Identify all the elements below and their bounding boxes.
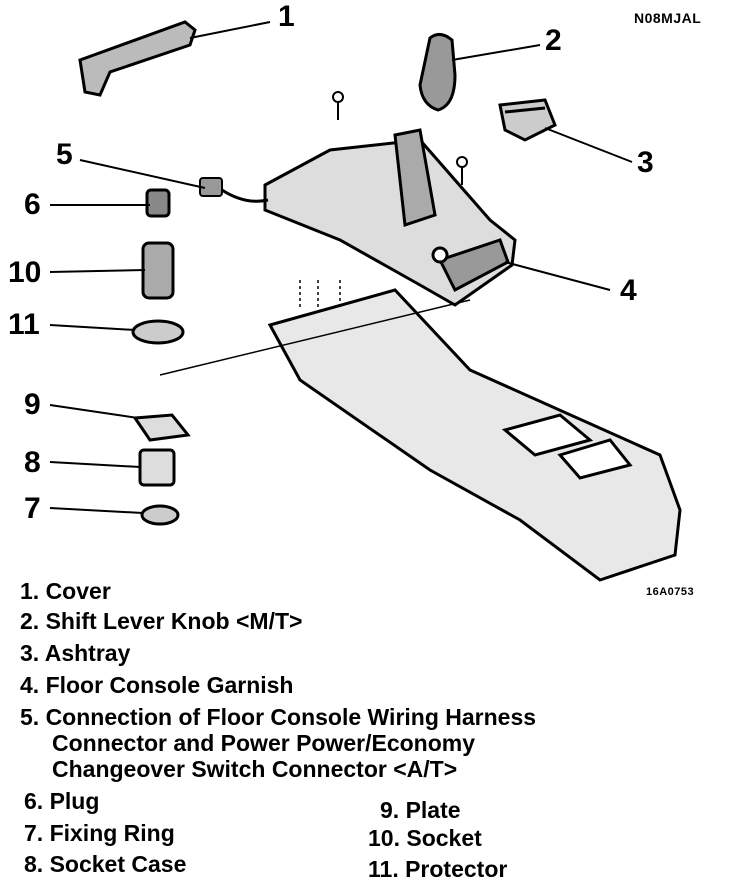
callout-3: 3 bbox=[637, 146, 654, 179]
legend-item-5-line1: 5. Connection of Floor Console Wiring Ha… bbox=[20, 704, 537, 730]
callout-7: 7 bbox=[24, 492, 41, 525]
ashtray-part bbox=[498, 98, 557, 142]
legend-item-5-line3: Changeover Switch Connector <A/T> bbox=[52, 756, 458, 782]
leader-lines bbox=[49, 21, 633, 514]
callout-5: 5 bbox=[56, 138, 73, 171]
shift-lever-knob-part bbox=[418, 33, 457, 112]
legend-item-5-line2: Connector and Power Power/Economy bbox=[52, 730, 476, 756]
legend-item-8: 8. Socket Case bbox=[24, 851, 187, 877]
screw-icons bbox=[332, 91, 468, 185]
floor-console-garnish-part bbox=[263, 128, 517, 307]
callout-1: 1 bbox=[278, 0, 295, 33]
wiring-connector-part bbox=[199, 177, 269, 203]
legend-item-1: 1. Cover bbox=[20, 578, 111, 604]
plate-part bbox=[132, 413, 191, 442]
legend-item-2: 2. Shift Lever Knob <M/T> bbox=[20, 608, 303, 634]
legend-item-7: 7. Fixing Ring bbox=[24, 820, 175, 846]
legend-item-9: 9. Plate bbox=[380, 797, 461, 823]
figure-code: 16A0753 bbox=[646, 586, 695, 598]
legend-item-6: 6. Plug bbox=[24, 788, 100, 814]
callout-8: 8 bbox=[24, 446, 41, 479]
callout-11: 11 bbox=[8, 308, 40, 341]
socket-case-part bbox=[138, 448, 176, 487]
fixing-ring-part bbox=[140, 504, 180, 526]
floor-console-body bbox=[267, 288, 682, 582]
socket-parts bbox=[131, 188, 191, 526]
callout-10: 10 bbox=[8, 256, 42, 289]
callout-9: 9 bbox=[24, 388, 41, 421]
cover-part bbox=[78, 20, 197, 97]
protector-part bbox=[131, 319, 185, 345]
legend-item-10: 10. Socket bbox=[368, 825, 482, 851]
legend-item-11: 11. Protector bbox=[368, 856, 508, 882]
legend-item-4: 4. Floor Console Garnish bbox=[20, 672, 294, 698]
callout-6: 6 bbox=[24, 188, 41, 221]
callout-4: 4 bbox=[620, 274, 637, 307]
socket-part bbox=[141, 241, 175, 300]
plug-part bbox=[145, 188, 171, 218]
document-code: N08MJAL bbox=[634, 10, 702, 26]
legend-item-3: 3. Ashtray bbox=[20, 640, 131, 666]
callout-2: 2 bbox=[545, 24, 562, 57]
